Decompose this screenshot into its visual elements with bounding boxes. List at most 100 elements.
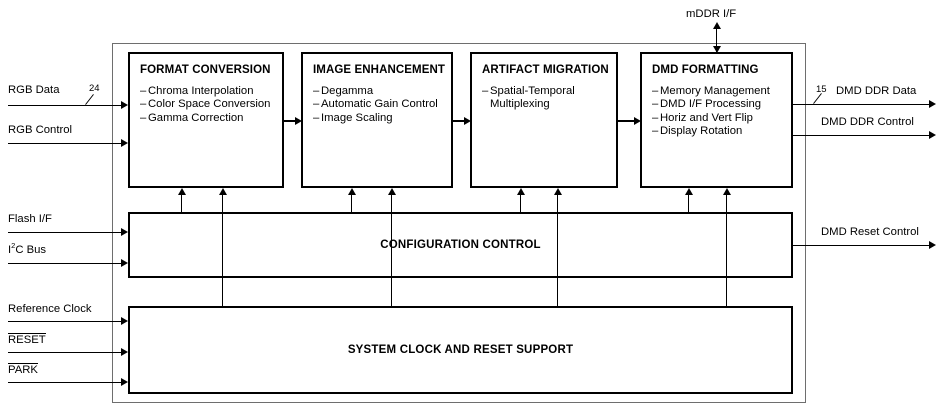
list-dash: – [313,98,320,111]
clock-line-sysclk-to-dmd-formatting [726,195,727,306]
input-label-rgb-control: RGB Control [8,124,73,136]
input-label-reset: RESET [8,333,46,346]
signal-line-rgb-control [8,143,121,144]
datapath-line-fc-to-ie [284,120,295,122]
clock-line-sysclk-to-image-enhancement [391,195,392,306]
input-label-rgb-data: RGB Data [8,84,60,96]
signal-line-dmd-reset-control [793,245,929,246]
list-dash: – [140,111,147,124]
block-title-artifact-migration: ARTIFACT MIGRATION [482,64,609,76]
input-label-i2c-bus: I2C Bus [8,241,47,256]
list-dash: – [140,85,147,97]
control-line-config-to-format-conversion [181,195,182,213]
arrowhead-rgb-data [121,101,128,109]
block-items-image-enhancement: –Degamma –Automatic Gain Control –Image … [313,85,438,125]
block-item: DMD I/F Processing [660,98,762,111]
arrowhead-flash-if [121,228,128,236]
signal-line-i2c-bus [8,263,121,264]
block-image-enhancement[interactable]: IMAGE ENHANCEMENT –Degamma –Automatic Ga… [301,52,453,188]
arrowhead-sysclk-to-artifact-migration [554,188,562,195]
block-format-conversion[interactable]: FORMAT CONVERSION –Chroma Interpolation … [128,52,284,188]
arrowhead-rgb-control [121,139,128,147]
arrowhead-mddr-down [713,46,721,53]
signal-line-mddr-if [716,26,717,53]
list-dash: – [313,111,320,124]
list-dash: – [482,85,489,97]
datapath-line-ie-to-am [453,120,464,122]
block-item: Color Space Conversion [148,98,271,111]
block-item: Image Scaling [321,111,393,124]
block-label-system-clock-reset: SYSTEM CLOCK AND RESET SUPPORT [347,344,574,356]
block-items-artifact-migration: –Spatial-Temporal Multiplexing [482,85,575,112]
signal-line-rgb-data [8,105,121,106]
control-line-config-to-artifact-migration [520,195,521,213]
chip-boundary [112,43,806,403]
block-item: Automatic Gain Control [321,98,438,111]
arrowhead-dmd-ddr-data [929,100,936,108]
clock-line-sysclk-to-format-conversion [222,195,223,306]
block-label-configuration-control: CONFIGURATION CONTROL [380,239,541,251]
input-label-flash-if: Flash I/F [8,213,52,225]
block-items-format-conversion: –Chroma Interpolation –Color Space Conve… [140,85,270,125]
arrowhead-reset [121,348,128,356]
list-dash: – [313,85,320,97]
active-low-bar-reset: RESET [8,333,46,346]
block-configuration-control[interactable]: CONFIGURATION CONTROL [128,212,793,278]
block-artifact-migration[interactable]: ARTIFACT MIGRATION –Spatial-Temporal Mul… [470,52,618,188]
block-system-clock-reset[interactable]: SYSTEM CLOCK AND RESET SUPPORT [128,306,793,394]
input-label-reference-clock: Reference Clock [8,303,92,315]
arrowhead-mddr-up [713,22,721,29]
arrowhead-am-to-dmd [634,117,641,125]
block-item: Degamma [321,85,374,97]
output-label-dmd-reset-control: DMD Reset Control [821,226,919,238]
signal-line-flash-if [8,232,121,233]
arrowhead-sysclk-to-dmd-formatting [723,188,731,195]
list-dash: – [652,111,659,124]
signal-line-dmd-ddr-data [793,104,929,105]
arrowhead-reference-clock [121,317,128,325]
output-label-dmd-ddr-data: DMD DDR Data [836,85,917,97]
clock-line-sysclk-to-artifact-migration [557,195,558,306]
control-line-config-to-dmd-formatting [688,195,689,213]
output-label-dmd-ddr-control: DMD DDR Control [821,116,914,128]
list-dash: – [140,98,147,111]
i2c-superscript: 2 [11,241,16,251]
i2c-prefix: I [8,244,12,256]
block-title-format-conversion: FORMAT CONVERSION [140,64,271,76]
block-item: Gamma Correction [148,111,244,124]
block-item: Spatial-Temporal [490,85,575,97]
block-item: Display Rotation [660,125,743,138]
datapath-line-am-to-dmd [618,120,634,122]
arrowhead-config-to-image-enhancement [348,188,356,195]
block-dmd-formatting[interactable]: DMD FORMATTING –Memory Management –DMD I… [640,52,793,188]
bidir-label-mddr-if: mDDR I/F [686,8,737,20]
signal-line-reset [8,352,121,353]
arrowhead-config-to-dmd-formatting [685,188,693,195]
input-label-park: PARK [8,363,38,376]
arrowhead-i2c-bus [121,259,128,267]
arrowhead-ie-to-am [464,117,471,125]
arrowhead-config-to-artifact-migration [517,188,525,195]
arrowhead-sysclk-to-image-enhancement [388,188,396,195]
arrowhead-sysclk-to-format-conversion [219,188,227,195]
bus-width-dmd-ddr-data: 15 [816,84,827,95]
list-dash: – [652,85,659,97]
block-item: Chroma Interpolation [148,85,254,97]
list-dash: – [652,125,659,138]
arrowhead-dmd-reset-control [929,241,936,249]
arrowhead-dmd-ddr-control [929,131,936,139]
block-title-dmd-formatting: DMD FORMATTING [652,64,759,76]
arrowhead-fc-to-ie [295,117,302,125]
i2c-suffix: C Bus [15,244,47,256]
block-title-image-enhancement: IMAGE ENHANCEMENT [313,64,446,76]
bus-width-rgb-data: 24 [89,83,100,94]
block-item: Horiz and Vert Flip [660,111,753,124]
signal-line-dmd-ddr-control [793,135,929,136]
block-item: Multiplexing [490,98,550,111]
arrowhead-park [121,378,128,386]
block-item: Memory Management [660,85,770,97]
active-low-bar-park: PARK [8,363,38,376]
signal-line-park [8,382,121,383]
control-line-config-to-image-enhancement [351,195,352,213]
